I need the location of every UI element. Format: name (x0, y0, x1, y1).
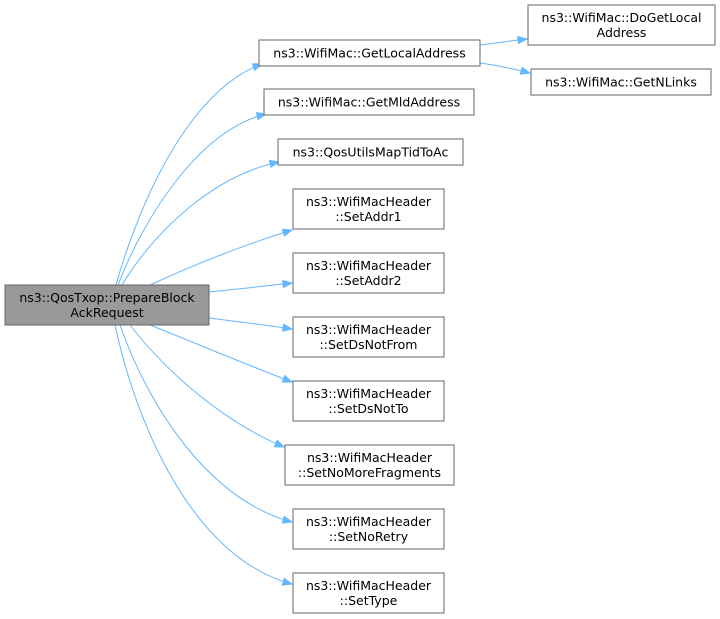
edge-line (117, 113, 267, 286)
node-setNoRetry[interactable]: ns3::WifiMacHeader::SetNoRetry (292, 508, 445, 550)
edge-root-to-setDsNotFrom (208, 317, 294, 332)
edge-root-to-setType (114, 324, 294, 586)
edge-getLocalAddress-to-getNLinks (479, 62, 532, 75)
node-box[interactable] (258, 39, 481, 67)
node-label-line: ::SetAddr2 (335, 273, 401, 288)
node-label-line: Address (597, 25, 647, 40)
edges-layer (114, 35, 532, 586)
node-box[interactable] (4, 284, 210, 326)
node-label-line: ns3::WifiMac::DoGetLocal (542, 10, 702, 25)
node-setType[interactable]: ns3::WifiMacHeader::SetType (292, 572, 445, 614)
node-label-line: ns3::WifiMacHeader (306, 514, 432, 529)
edge-line (149, 324, 293, 383)
nodes-layer: ns3::QosTxop::PrepareBlockAckRequestns3:… (4, 4, 716, 614)
node-setAddr2[interactable]: ns3::WifiMacHeader::SetAddr2 (292, 252, 445, 294)
edge-line (121, 161, 280, 286)
node-label-line: ns3::WifiMacHeader (306, 578, 432, 593)
node-box[interactable] (292, 508, 445, 550)
node-getLocalAddress[interactable]: ns3::WifiMac::GetLocalAddress (258, 39, 481, 67)
node-box[interactable] (284, 444, 455, 486)
node-label-line: ::SetType (340, 593, 398, 608)
node-label-line: ns3::WifiMac::GetNLinks (545, 75, 697, 90)
node-label-line: ::SetAddr1 (335, 209, 401, 224)
arrowhead (281, 228, 294, 237)
edge-root-to-setAddr2 (208, 279, 294, 293)
arrowhead (273, 439, 286, 448)
node-label-line: ns3::WifiMacHeader (306, 194, 432, 209)
edge-line (129, 324, 285, 448)
node-box[interactable] (292, 252, 445, 294)
node-label-line: ns3::WifiMac::GetLocalAddress (273, 46, 465, 61)
arrowhead (268, 159, 281, 169)
edge-getLocalAddress-to-doGetLocalAddress (479, 35, 529, 46)
node-label-line: ns3::WifiMacHeader (306, 322, 432, 337)
arrowhead (281, 323, 294, 332)
node-box[interactable] (530, 68, 712, 96)
node-getNLinks[interactable]: ns3::WifiMac::GetNLinks (530, 68, 712, 96)
node-label-line: ns3::QosUtilsMapTidToAc (293, 145, 449, 160)
arrowhead (281, 374, 294, 383)
edge-root-to-setAddr1 (149, 228, 294, 286)
edge-root-to-getLocalAddress (115, 63, 264, 286)
edge-root-to-setNoRetry (119, 324, 294, 524)
arrowhead (281, 577, 294, 586)
node-qosUtilsMapTidToAc[interactable]: ns3::QosUtilsMapTidToAc (277, 138, 464, 166)
node-label-line: ns3::QosTxop::PrepareBlock (19, 290, 195, 305)
node-label-line: AckRequest (70, 305, 143, 320)
arrowhead (519, 66, 532, 75)
node-label-line: ns3::WifiMac::GetMldAddress (278, 95, 460, 110)
node-label-line: ::SetNoMoreFragments (298, 465, 441, 480)
node-setNoMoreFragments[interactable]: ns3::WifiMacHeader::SetNoMoreFragments (284, 444, 455, 486)
node-box[interactable] (277, 138, 464, 166)
edge-root-to-setDsNotTo (149, 324, 294, 383)
node-setDsNotFrom[interactable]: ns3::WifiMacHeader::SetDsNotFrom (292, 316, 445, 358)
arrowhead (282, 279, 294, 289)
node-box[interactable] (292, 188, 445, 230)
edge-line (119, 324, 293, 523)
node-getMldAddress[interactable]: ns3::WifiMac::GetMldAddress (263, 88, 475, 116)
edge-line (208, 317, 293, 330)
node-setDsNotTo[interactable]: ns3::WifiMacHeader::SetDsNotTo (292, 380, 445, 422)
node-box[interactable] (527, 4, 716, 46)
arrowhead (281, 515, 294, 524)
edge-line (149, 229, 293, 286)
node-box[interactable] (292, 380, 445, 422)
edge-root-to-qosUtilsMapTidToAc (121, 159, 281, 286)
node-setAddr1[interactable]: ns3::WifiMacHeader::SetAddr1 (292, 188, 445, 230)
node-box[interactable] (263, 88, 475, 116)
node-label-line: ns3::WifiMacHeader (306, 258, 432, 273)
node-box[interactable] (292, 572, 445, 614)
edge-root-to-getMldAddress (117, 112, 268, 286)
edge-line (115, 63, 263, 286)
node-label-line: ::SetNoRetry (329, 529, 409, 544)
edge-line (114, 324, 293, 585)
arrowhead (517, 35, 529, 45)
node-label-line: ::SetDsNotFrom (320, 337, 418, 352)
node-label-line: ns3::WifiMacHeader (306, 386, 432, 401)
node-box[interactable] (292, 316, 445, 358)
edge-line (208, 282, 293, 293)
node-label-line: ns3::WifiMacHeader (307, 450, 433, 465)
edge-root-to-setNoMoreFragments (129, 324, 286, 448)
node-label-line: ::SetDsNotTo (328, 401, 408, 416)
